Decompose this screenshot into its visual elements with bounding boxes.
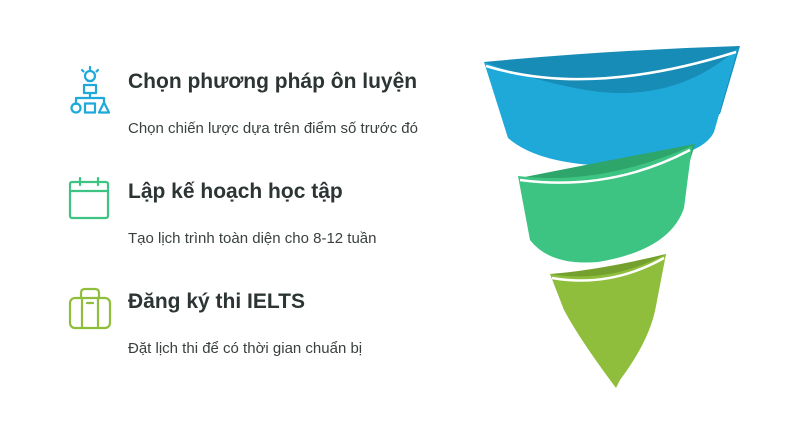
- step-description: Chọn chiến lược dựa trên điểm số trước đ…: [128, 120, 418, 137]
- funnel-band-blue-highlight: [485, 50, 737, 81]
- funnel-graphic: [484, 46, 740, 388]
- funnel-band-green-highlight: [519, 148, 691, 184]
- funnel-band-green: [518, 146, 692, 263]
- step-description: Đặt lịch thi để có thời gian chuẩn bị: [128, 340, 363, 357]
- funnel-band-lime-highlight: [551, 256, 665, 282]
- step-choose-method: Chọn phương pháp ôn luyện Chọn chiến lượ…: [66, 65, 486, 156]
- funnel-band-lime: [550, 254, 666, 388]
- step-title: Lập kế hoạch học tập: [128, 180, 343, 203]
- step-title: Chọn phương pháp ôn luyện: [128, 70, 418, 93]
- step-register-exam: Đăng ký thi IELTS Đặt lịch thi để có thờ…: [66, 286, 486, 376]
- calendar-icon: [66, 176, 114, 224]
- bag-icon: [66, 286, 114, 334]
- strategy-tree-icon: [66, 65, 114, 114]
- step-title: Đăng ký thi IELTS: [128, 290, 305, 313]
- step-description: Tạo lịch trình toàn diện cho 8-12 tuần: [128, 230, 377, 247]
- funnel-band-blue: [484, 48, 738, 166]
- step-study-plan: Lập kế hoạch học tập Tạo lịch trình toàn…: [66, 176, 486, 266]
